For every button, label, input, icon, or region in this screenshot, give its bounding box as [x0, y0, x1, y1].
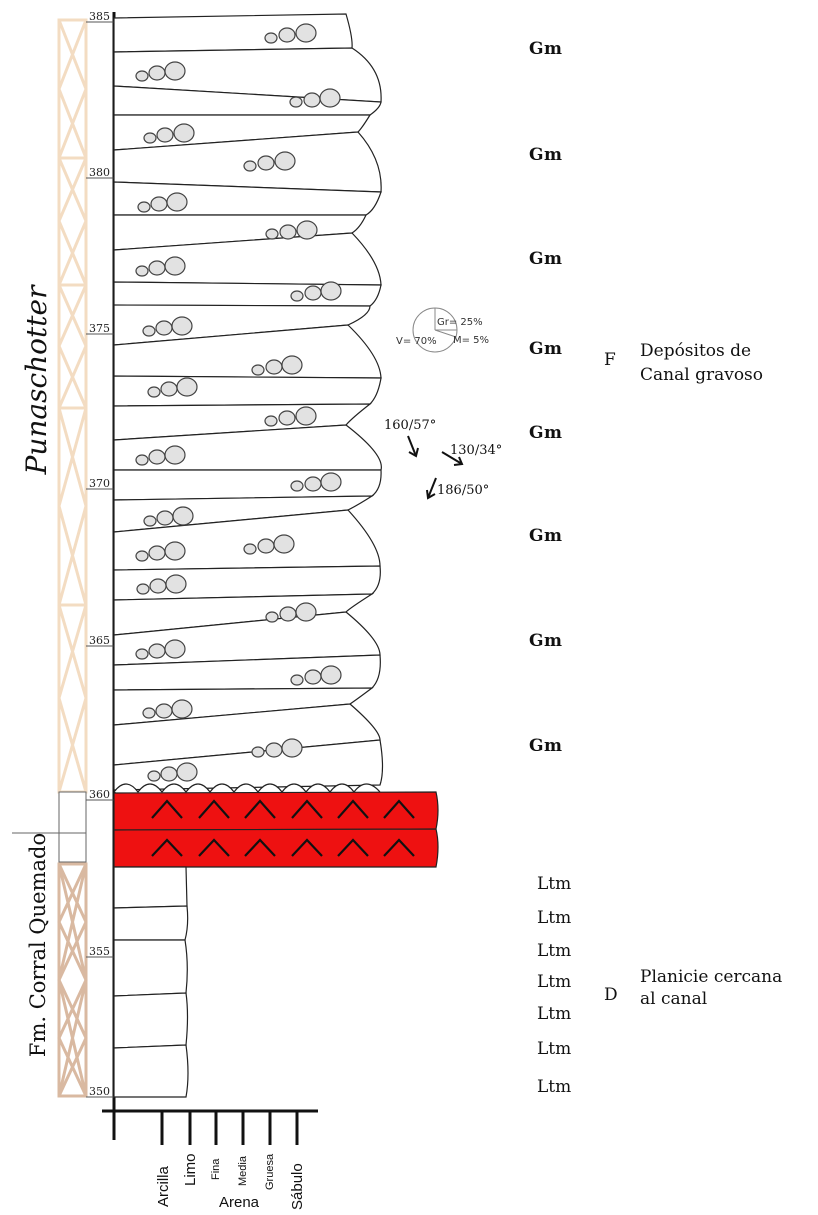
grain-label-fina: Fina — [210, 1158, 222, 1180]
pie-label-m: M= 5% — [453, 335, 489, 346]
arrow-icon — [426, 477, 437, 500]
scale-label-365: 365 — [89, 634, 110, 647]
gravel-beds — [113, 13, 384, 791]
punaschotter-unit-bar — [57, 18, 88, 794]
grain-label-arcilla: Arcilla — [155, 1166, 172, 1207]
scale-label-350: 350 — [89, 1085, 110, 1098]
facies-code: Ltm — [537, 1077, 571, 1097]
grain-label-limo: Limo — [182, 1153, 199, 1186]
scale-label-385: 385 — [89, 10, 110, 23]
grain-size-axis — [102, 1109, 318, 1145]
grain-label-arena: Arena — [219, 1194, 260, 1211]
clast-composition-pie: Gr= 25% V= 70% M= 5% — [396, 307, 489, 353]
pie-label-v: V= 70% — [396, 336, 437, 347]
facies-code: Ltm — [537, 1004, 571, 1024]
paleocurrents: 160/57° 130/34° 186/50° — [384, 418, 502, 500]
facies-code: Ltm — [537, 1039, 571, 1059]
arrow-icon — [407, 435, 419, 458]
unit-title-corral-quemado: Fm. Corral Quemado — [26, 833, 50, 1057]
facies-code: Gm — [529, 39, 563, 59]
volcanic-pattern — [151, 799, 415, 857]
grain-label-gruesa: Gruesa — [264, 1153, 276, 1190]
grain-label-sabulo: Sábulo — [289, 1163, 306, 1210]
paleocurrent-label: 130/34° — [450, 443, 502, 458]
facies-codes-gm: Gm Gm Gm Gm Gm Gm Gm Gm — [529, 39, 563, 756]
pebbles — [135, 23, 342, 782]
facies-code: Gm — [529, 631, 563, 651]
facies-codes-ltm: Ltm Ltm Ltm Ltm Ltm Ltm Ltm — [537, 874, 571, 1097]
association-d-line1: Planicie cercana — [640, 967, 782, 987]
depth-scale — [86, 21, 114, 1098]
association-f-line2: Canal gravoso — [640, 365, 763, 385]
facies-code: Gm — [529, 145, 563, 165]
association-f-line1: Depósitos de — [640, 341, 751, 361]
unit-title-punaschotter: Punaschotter — [20, 284, 53, 476]
volcanic-layer — [113, 791, 439, 868]
erosive-contact — [113, 783, 381, 793]
facies-code: Ltm — [537, 874, 571, 894]
arrow-icon — [441, 451, 464, 466]
association-code-d: D — [604, 985, 618, 1005]
facies-code: Ltm — [537, 972, 571, 992]
pie-label-gr: Gr= 25% — [437, 317, 483, 328]
corral-quemado-unit-bar — [57, 862, 88, 1098]
grain-label-media: Media — [237, 1155, 249, 1186]
scale-label-355: 355 — [89, 945, 110, 958]
silt-beds — [113, 866, 189, 1098]
facies-code: Gm — [529, 736, 563, 756]
facies-code: Gm — [529, 526, 563, 546]
facies-code: Gm — [529, 339, 563, 359]
paleocurrent-label: 160/57° — [384, 418, 436, 433]
association-code-f: F — [604, 350, 616, 370]
scale-label-375: 375 — [89, 322, 110, 335]
facies-code: Ltm — [537, 941, 571, 961]
association-d-line2: al canal — [640, 989, 707, 1009]
facies-code: Gm — [529, 423, 563, 443]
scale-label-380: 380 — [89, 166, 110, 179]
scale-label-370: 370 — [89, 477, 110, 490]
facies-code: Ltm — [537, 908, 571, 928]
scale-label-360: 360 — [89, 788, 110, 801]
unit-gap-box — [58, 791, 87, 863]
facies-code: Gm — [529, 249, 563, 269]
paleocurrent-label: 186/50° — [437, 483, 489, 498]
